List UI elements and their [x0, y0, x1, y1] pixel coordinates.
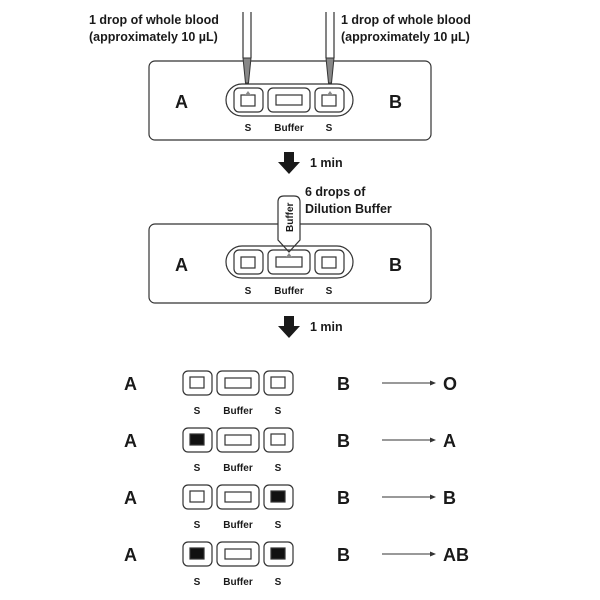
well-label-s-a: S [245, 123, 252, 134]
right-annotation-line1: 1 drop of whole blood [341, 13, 471, 27]
result-row: A S Buffer S B B [124, 484, 456, 531]
well-buffer [216, 484, 260, 510]
well-label-s-b: S [275, 520, 282, 531]
well-label-s-b: S [326, 123, 333, 134]
agglutination-positive [189, 547, 205, 560]
well-buffer [216, 427, 260, 453]
well-label-s-b: S [275, 577, 282, 588]
well-label-s-a: S [194, 406, 201, 417]
arrow-right-icon [430, 437, 436, 443]
blood-type-result: O [443, 374, 457, 394]
well-s-b [263, 484, 294, 510]
agglutination-positive [189, 433, 205, 446]
well-buffer [216, 541, 260, 567]
well-strip [225, 83, 354, 117]
card-label-a: A [175, 92, 188, 112]
well-buffer [216, 370, 260, 396]
well-s-a [182, 484, 213, 510]
row-label-a: A [124, 374, 137, 394]
well-s-a [182, 541, 213, 567]
agglutination-negative [189, 376, 205, 389]
arrow2-label: 1 min [310, 320, 343, 334]
test-card [148, 60, 432, 141]
step2-annotation-line1: 6 drops of [305, 185, 366, 199]
well-label-buffer: Buffer [274, 123, 304, 134]
card-label-b: B [389, 255, 402, 275]
well-label-buffer: Buffer [274, 286, 304, 297]
well-label-s-a: S [194, 520, 201, 531]
blood-type-result: B [443, 488, 456, 508]
well-s-b [263, 427, 294, 453]
pipette-right [325, 12, 335, 84]
agglutination-positive [270, 490, 286, 503]
arrow1-label: 1 min [310, 156, 343, 170]
well-s-b [263, 370, 294, 396]
blood-type-result: A [443, 431, 456, 451]
result-row: A S Buffer S B A [124, 427, 456, 474]
arrow-step2-to-results: 1 min [278, 316, 343, 338]
agglutination-negative [270, 433, 286, 446]
left-annotation-line1: 1 drop of whole blood [89, 13, 219, 27]
buffer-dropper: Buffer [277, 195, 301, 253]
well-label-s-a: S [245, 286, 252, 297]
well-buffer [267, 87, 311, 113]
right-annotation-line2: (approximately 10 µL) [341, 30, 470, 44]
row-label-a: A [124, 545, 137, 565]
well-s-a [182, 427, 213, 453]
well-label-buffer: Buffer [223, 463, 253, 474]
well-buffer [267, 249, 311, 275]
agglutination-positive [270, 547, 286, 560]
step1: 1 drop of whole blood (approximately 10 … [89, 12, 471, 141]
blood-type-result: AB [443, 545, 469, 565]
well-s-b [314, 87, 345, 113]
row-label-a: A [124, 431, 137, 451]
arrow-right-icon [430, 380, 436, 386]
result-row: A S Buffer S B O [124, 370, 457, 417]
card-label-b: B [389, 92, 402, 112]
row-label-b: B [337, 488, 350, 508]
well-s-b [314, 249, 345, 275]
well-label-s-b: S [326, 286, 333, 297]
step2: 6 drops of Dilution Buffer Buffer A B S … [148, 185, 432, 304]
card-label-a: A [175, 255, 188, 275]
row-label-b: B [337, 431, 350, 451]
well-s-b [263, 541, 294, 567]
row-label-a: A [124, 488, 137, 508]
well-label-buffer: Buffer [223, 520, 253, 531]
well-label-s-b: S [275, 406, 282, 417]
agglutination-negative [189, 490, 205, 503]
well-label-buffer: Buffer [223, 577, 253, 588]
pipette-left [242, 12, 252, 84]
down-arrow-icon [278, 152, 300, 174]
step2-annotation-line2: Dilution Buffer [305, 202, 392, 216]
well-s-a [233, 87, 264, 113]
dropper-label: Buffer [285, 202, 296, 232]
arrow-right-icon [430, 494, 436, 500]
well-label-s-b: S [275, 463, 282, 474]
well-label-buffer: Buffer [223, 406, 253, 417]
arrow-step1-to-step2: 1 min [278, 152, 343, 174]
well-label-s-a: S [194, 577, 201, 588]
agglutination-negative [270, 376, 286, 389]
left-annotation-line2: (approximately 10 µL) [89, 30, 218, 44]
down-arrow-icon [278, 316, 300, 338]
row-label-b: B [337, 545, 350, 565]
arrow-right-icon [430, 551, 436, 557]
result-row: A S Buffer S B AB [124, 541, 469, 588]
well-label-s-a: S [194, 463, 201, 474]
well-s-a [233, 249, 264, 275]
well-strip [225, 245, 354, 279]
row-label-b: B [337, 374, 350, 394]
well-s-a [182, 370, 213, 396]
